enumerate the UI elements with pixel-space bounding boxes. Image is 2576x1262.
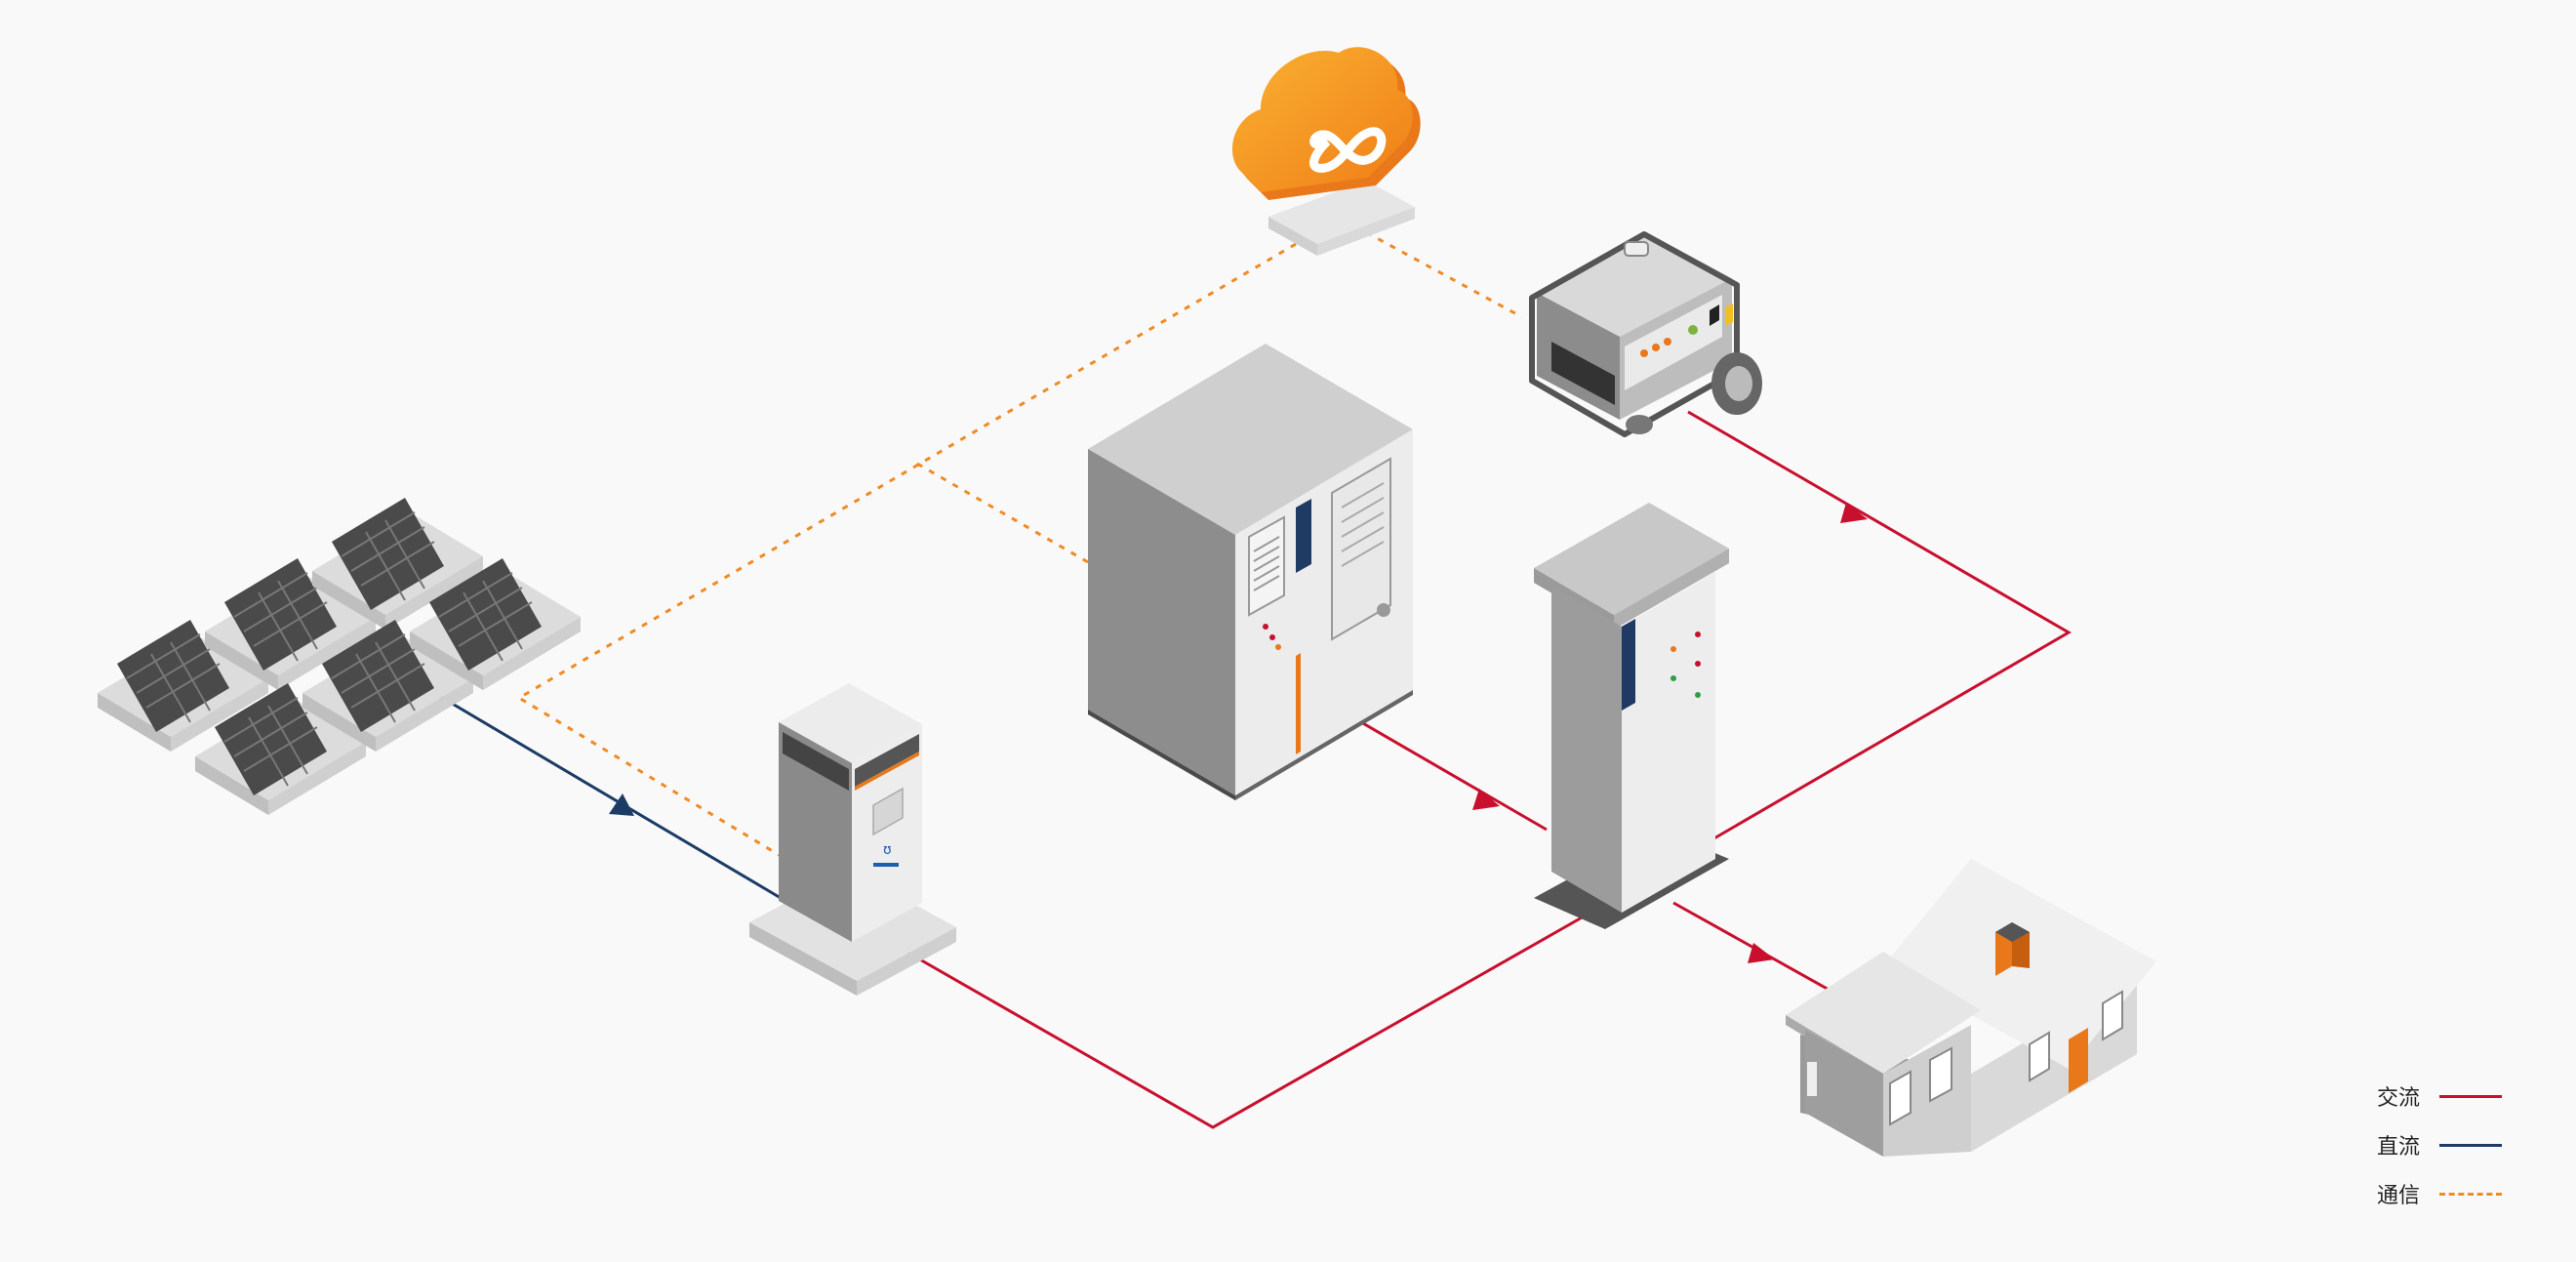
ac-arrow [1840, 503, 1868, 523]
cloud-platform [1231, 47, 1421, 256]
dc-line-swatch [2439, 1143, 2502, 1147]
storage-top [1088, 344, 1413, 535]
dc-arrow [609, 794, 634, 816]
distribution-cabinet [1534, 503, 1729, 929]
legend-label-comm: 通信 [2377, 1184, 2421, 1208]
diesel-generator [1529, 231, 1762, 437]
comm-line-swatch [2439, 1192, 2502, 1196]
solar-panel-icon [302, 620, 473, 752]
ac-line-storage-to-distribution [1360, 720, 1548, 832]
ac-line-generator-to-distribution [1687, 410, 2072, 841]
house-window [1889, 1070, 1912, 1126]
ac-lines [897, 410, 2072, 1129]
ac-line-swatch [2439, 1094, 2502, 1098]
energy-storage-cabinet [1088, 344, 1413, 800]
ac-arrow [1472, 789, 1500, 810]
solar-panel-icon [98, 620, 268, 752]
legend-label-dc: 直流 [2377, 1135, 2421, 1160]
ac-arrow [1748, 943, 1775, 963]
ac-line-inverter-to-distribution [897, 911, 1591, 1129]
distribution-front [1551, 586, 1622, 913]
legend-item-dc: 直流 [2377, 1120, 2543, 1169]
ac-arrows [1472, 503, 1868, 963]
house-window [2029, 1031, 2050, 1082]
generator-top [1537, 234, 1732, 337]
distribution-top [1534, 503, 1729, 615]
storage-front [1088, 449, 1235, 795]
house-door [2069, 1028, 2088, 1093]
legend-item-ac: 交流 [2377, 1072, 2543, 1120]
dc-lines [428, 688, 782, 900]
solar-panel-icon [410, 558, 581, 690]
legend-item-comm: 通信 [2377, 1169, 2543, 1218]
dc-line-solar-to-inverter [428, 688, 782, 900]
solar-panel-icon [195, 683, 366, 815]
solar-panel-icon [312, 498, 483, 630]
distribution-side [1622, 572, 1715, 913]
generator-panel [1625, 295, 1722, 390]
house-window [1929, 1046, 1952, 1103]
storage-vent [1248, 515, 1285, 617]
house-window [2102, 990, 2123, 1041]
inverter-logo-icon: ʊ [883, 842, 892, 858]
comm-line-cloud-to-generator [1365, 230, 1523, 319]
cloud-infinity-icon [1231, 47, 1421, 201]
pv-inverter-cabinet: ʊ [749, 683, 956, 996]
solar-panel-icon [205, 558, 376, 690]
cloud-base [1268, 181, 1415, 244]
generator-wheel-icon [1711, 352, 1762, 415]
solar-array [98, 498, 581, 815]
house-load [1786, 859, 2156, 1157]
comm-lines [516, 230, 1523, 858]
legend-label-ac: 交流 [2377, 1086, 2421, 1111]
comm-line-branch-to-storage [916, 462, 1089, 564]
inverter-top [779, 683, 922, 763]
legend: 交流 直流 通信 [2377, 1072, 2543, 1218]
